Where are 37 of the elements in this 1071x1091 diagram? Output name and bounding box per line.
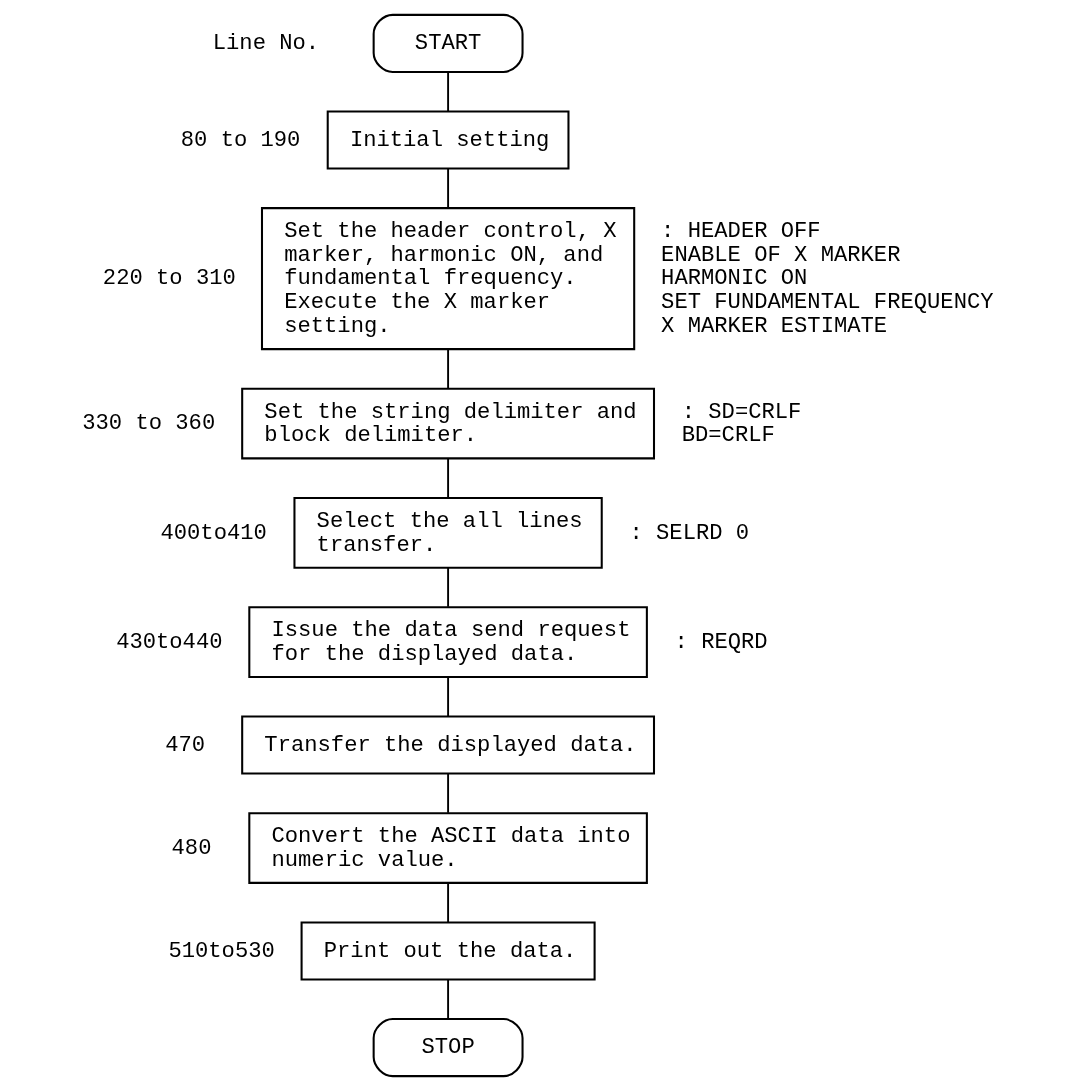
node-box: Transfer the displayed data. — [240, 715, 655, 775]
node-label: SET FUNDAMENTAL FREQUENCY — [660, 290, 994, 316]
node-label: 480 — [171, 835, 211, 861]
node-label: 80 to 190 — [180, 127, 300, 153]
connector — [446, 978, 449, 1020]
node-box: Set the header control, X marker, harmonic ON, and fundamental frequency. Execute the X marker setting. — [260, 207, 635, 351]
node-box: Initial setting — [326, 110, 569, 170]
connector — [446, 567, 449, 608]
node-box: START — [372, 13, 524, 73]
node-label: 220 to 310 — [102, 266, 236, 292]
node-label: 470 — [164, 732, 205, 758]
node-box: Select the all lines transfer. — [292, 496, 603, 569]
node-label: 430to440 — [115, 629, 223, 655]
node-box: Convert the ASCII data into numeric value. — [247, 812, 648, 884]
connector — [446, 676, 449, 718]
node-label: : SELRD 0 — [628, 520, 749, 546]
label: Line No. — [212, 31, 319, 57]
node-label: 400to410 — [159, 520, 267, 546]
node-label: 510to530 — [167, 938, 275, 964]
node-box: Print out the data. — [300, 921, 596, 981]
node-label: 330 to 360 — [81, 411, 215, 437]
node-box: Issue the data send request for the displayed data. — [247, 606, 648, 678]
node-label: BD=CRLF — [681, 423, 775, 449]
connector — [446, 71, 449, 113]
connector — [446, 772, 449, 814]
connector — [446, 168, 449, 209]
node-label: X MARKER ESTIMATE — [660, 313, 887, 339]
connector — [446, 882, 449, 924]
node-label: : REQRD — [674, 629, 768, 655]
node-box: STOP — [372, 1018, 524, 1078]
node-label: : SD=CRLF — [681, 399, 801, 425]
connector — [446, 348, 449, 390]
node-box: Set the string delimiter and block delimiter. — [240, 387, 655, 460]
connector — [446, 457, 449, 499]
node-label: : HEADER OFF — [660, 218, 821, 244]
node-label: HARMONIC ON — [660, 266, 807, 292]
node-label: ENABLE OF X MARKER — [660, 242, 900, 268]
